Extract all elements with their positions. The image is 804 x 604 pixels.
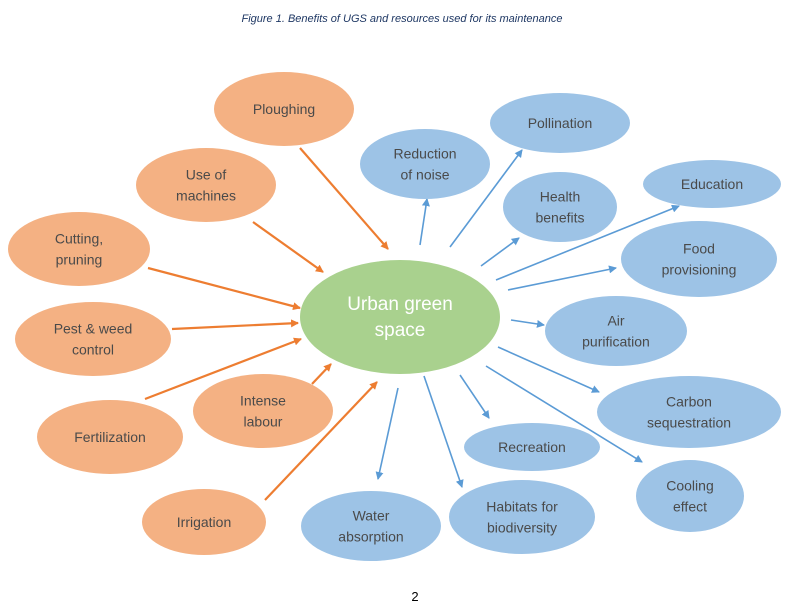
node-recreation-label-line: Recreation [498, 439, 566, 455]
node-water-absorption-ellipse [301, 491, 441, 561]
node-use-of-machines-ellipse [136, 148, 276, 222]
arrow-habitats-for-biodiversity [423, 375, 464, 488]
figure-caption: Figure 1. Benefits of UGS and resources … [241, 13, 563, 25]
arrow-water-absorption [375, 387, 399, 480]
node-air-purification: Air purification [545, 296, 687, 366]
node-education-label-line: Education [681, 176, 743, 192]
node-water-absorption-label-line: absorption [338, 529, 403, 545]
node-health-benefits-ellipse [503, 172, 617, 242]
arrow-reduction-of-noise [419, 198, 430, 246]
node-pest-weed-control-label-line: control [72, 342, 114, 358]
node-ploughing-label-line: Ploughing [253, 101, 315, 117]
node-cutting-pruning-label-line: Cutting, [55, 231, 103, 247]
arrow-use-of-machines [252, 221, 324, 273]
node-education-ellipse [643, 160, 781, 208]
arrow-irrigation [264, 381, 378, 501]
node-cooling-effect-ellipse [636, 460, 744, 532]
arrow-intense-labour [311, 363, 332, 385]
arrow-carbon-sequestration [497, 346, 600, 393]
arrow-recreation [459, 374, 490, 419]
node-intense-labour: Intense labour [193, 374, 333, 448]
node-ploughing-ellipse [214, 72, 354, 146]
node-intense-labour-label-line: labour [244, 414, 283, 430]
arrow-air-purification [510, 319, 545, 328]
node-food-provisioning-label-line: provisioning [662, 262, 737, 278]
arrow-cutting-pruning [147, 266, 301, 311]
node-food-provisioning-ellipse [621, 221, 777, 297]
node-fertilization-ellipse [37, 400, 183, 474]
node-ploughing: Ploughing [214, 72, 354, 146]
node-air-purification-label-line: purification [582, 334, 650, 350]
arrow-education [495, 204, 680, 281]
arrow-health-benefits [480, 237, 520, 267]
node-pollination-ellipse [490, 93, 630, 153]
node-air-purification-ellipse [545, 296, 687, 366]
node-pollination-label-line: Pollination [528, 115, 593, 131]
node-pollination: Pollination [490, 93, 630, 153]
node-air-purification-label-line: Air [607, 313, 624, 329]
node-fertilization: Fertilization [37, 400, 183, 474]
node-cooling-effect: Cooling effect [636, 460, 744, 532]
node-cutting-pruning-label-line: pruning [56, 252, 103, 268]
node-center-ellipse [300, 260, 500, 374]
node-habitats-for-biodiversity-label-line: Habitats for [486, 499, 558, 515]
node-use-of-machines-label-line: machines [176, 188, 236, 204]
node-irrigation-label-line: Irrigation [177, 514, 231, 530]
node-recreation: Recreation [464, 423, 600, 471]
node-pest-weed-control: Pest & weed control [15, 302, 171, 376]
node-habitats-for-biodiversity: Habitats for biodiversity [449, 480, 595, 554]
node-cooling-effect-label-line: Cooling [666, 478, 713, 494]
node-habitats-for-biodiversity-label-line: biodiversity [487, 520, 557, 536]
arrow-pest-weed-control [171, 319, 299, 331]
node-education: Education [643, 160, 781, 208]
node-water-absorption-label-line: Water [353, 508, 390, 524]
node-cooling-effect-label-line: effect [673, 499, 707, 515]
node-reduction-of-noise-label-line: of noise [400, 167, 449, 183]
node-intense-labour-ellipse [193, 374, 333, 448]
node-cutting-pruning-ellipse [8, 212, 150, 286]
node-fertilization-label-line: Fertilization [74, 429, 146, 445]
node-reduction-of-noise-label-line: Reduction [393, 146, 456, 162]
node-use-of-machines: Use of machines [136, 148, 276, 222]
node-carbon-sequestration: Carbon sequestration [597, 376, 781, 448]
node-use-of-machines-label-line: Use of [186, 167, 227, 183]
node-carbon-sequestration-label-line: Carbon [666, 394, 712, 410]
node-food-provisioning-label-line: Food [683, 241, 715, 257]
arrow-food-provisioning [507, 265, 617, 291]
node-irrigation: Irrigation [142, 489, 266, 555]
node-center-label-line: Urban green [347, 294, 453, 315]
arrow-fertilization [144, 337, 302, 401]
node-recreation-ellipse [464, 423, 600, 471]
node-reduction-of-noise: Reduction of noise [360, 129, 490, 199]
page-number: 2 [411, 589, 419, 604]
arrow-pollination [449, 149, 523, 248]
node-health-benefits-label-line: Health [540, 189, 580, 205]
node-center: Urban green space [300, 260, 500, 374]
node-carbon-sequestration-ellipse [597, 376, 781, 448]
node-reduction-of-noise-ellipse [360, 129, 490, 199]
node-carbon-sequestration-label-line: sequestration [647, 415, 731, 431]
node-pest-weed-control-label-line: Pest & weed [54, 321, 133, 337]
node-cutting-pruning: Cutting, pruning [8, 212, 150, 286]
arrow-cooling-effect [485, 365, 643, 463]
node-health-benefits-label-line: benefits [535, 210, 584, 226]
node-water-absorption: Water absorption [301, 491, 441, 561]
node-habitats-for-biodiversity-ellipse [449, 480, 595, 554]
node-food-provisioning: Food provisioning [621, 221, 777, 297]
node-intense-labour-label-line: Intense [240, 393, 286, 409]
node-pest-weed-control-ellipse [15, 302, 171, 376]
node-health-benefits: Health benefits [503, 172, 617, 242]
node-center-label-line: space [375, 320, 426, 341]
node-irrigation-ellipse [142, 489, 266, 555]
arrow-ploughing [299, 147, 389, 250]
